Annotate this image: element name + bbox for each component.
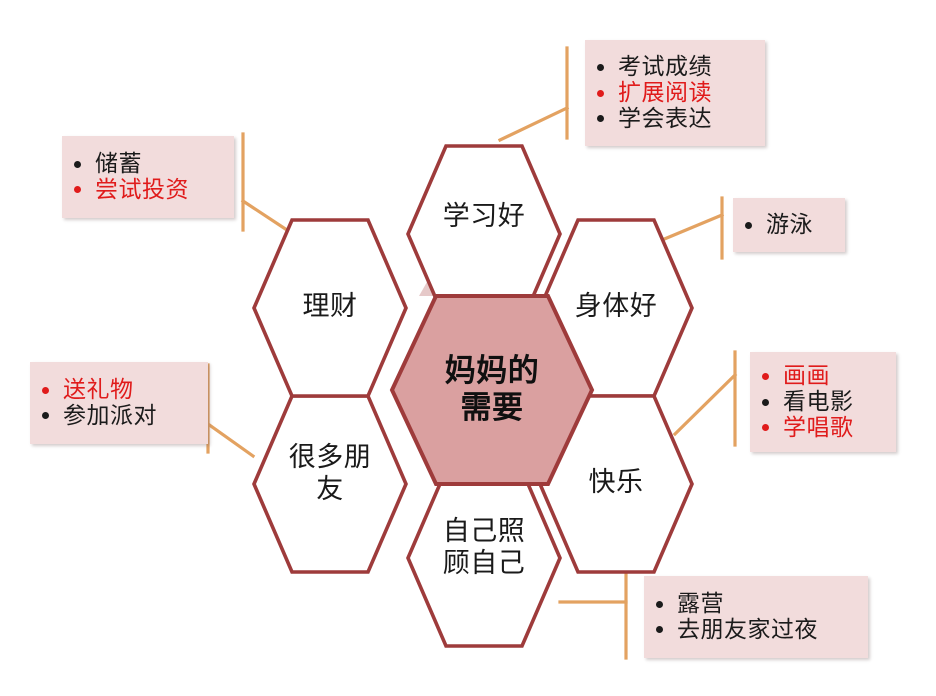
bullet-icon	[762, 424, 769, 432]
note-item: 尝试投资	[70, 177, 224, 203]
hex-selfcare[interactable]	[406, 468, 562, 648]
note-item-label: 画画	[783, 363, 830, 389]
bullet-icon	[656, 600, 663, 608]
note-item-label: 学唱歌	[783, 414, 854, 440]
note-friends[interactable]: 送礼物参加派对	[30, 362, 208, 444]
note-item: 学唱歌	[758, 415, 886, 441]
leader-finance	[240, 198, 293, 235]
bullet-icon	[597, 115, 604, 123]
note-item: 参加派对	[38, 403, 198, 429]
note-item-label: 游泳	[766, 212, 813, 238]
note-item: 学会表达	[593, 106, 755, 132]
note-item-label: 看电影	[783, 389, 854, 415]
note-item: 去朋友家过夜	[652, 617, 858, 643]
note-item: 看电影	[758, 389, 886, 415]
note-item: 画画	[758, 363, 886, 389]
bullet-icon	[762, 398, 769, 406]
bullet-icon	[42, 412, 49, 420]
leader-lines	[205, 46, 738, 660]
hex-center[interactable]	[389, 294, 595, 486]
bullet-icon	[597, 89, 604, 97]
note-happy[interactable]: 画画看电影学唱歌	[750, 352, 896, 452]
note-item: 扩展阅读	[593, 80, 755, 106]
hex-finance[interactable]	[252, 218, 408, 398]
leader-friends	[205, 421, 256, 459]
note-item-label: 参加派对	[63, 403, 157, 428]
bullet-icon	[42, 386, 49, 394]
leader-study	[497, 105, 570, 143]
note-item-label: 考试成绩	[618, 54, 712, 80]
bullet-icon	[745, 221, 752, 229]
note-item: 露营	[652, 591, 858, 617]
note-item: 储蓄	[70, 151, 224, 177]
note-item: 考试成绩	[593, 54, 755, 80]
note-item-label: 露营	[677, 591, 724, 617]
note-item-label: 尝试投资	[95, 177, 189, 202]
note-item: 送礼物	[38, 377, 198, 403]
note-item-label: 去朋友家过夜	[677, 617, 818, 642]
bullet-icon	[656, 626, 663, 634]
bullet-icon	[597, 63, 604, 71]
outer-hexagons	[252, 144, 694, 648]
bullet-icon	[74, 186, 81, 194]
note-item-label: 扩展阅读	[618, 80, 712, 106]
bullet-icon	[762, 372, 769, 380]
note-item: 游泳	[741, 212, 835, 238]
note-study[interactable]: 考试成绩扩展阅读学会表达	[585, 40, 765, 146]
hex-friends[interactable]	[252, 394, 408, 574]
note-item-label: 学会表达	[618, 105, 712, 131]
note-selfcare[interactable]: 露营去朋友家过夜	[644, 576, 868, 658]
note-item-label: 送礼物	[63, 377, 134, 403]
note-body[interactable]: 游泳	[733, 198, 845, 252]
bullet-icon	[74, 160, 81, 168]
note-item-label: 储蓄	[95, 151, 142, 177]
note-finance[interactable]: 储蓄尝试投资	[62, 136, 234, 218]
leader-happy	[672, 372, 738, 437]
